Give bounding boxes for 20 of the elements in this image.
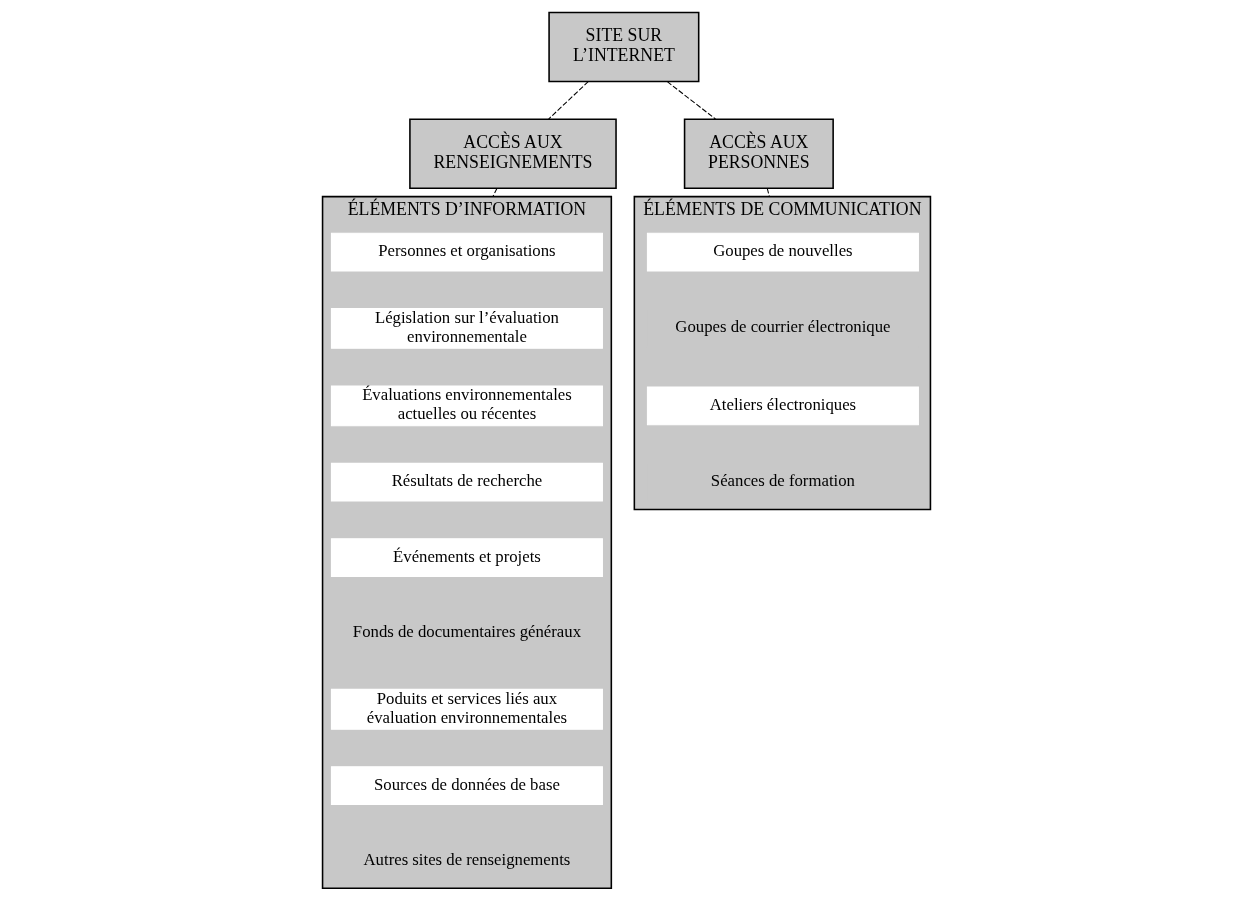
connector: [547, 81, 589, 120]
node-box: Goupes de nouvelles: [646, 232, 919, 272]
node-box: Résultats de recherche: [330, 462, 603, 502]
node-box: ACCÈS AUX PERSONNES: [683, 118, 834, 189]
node-text: Goupes de courrier électronique: [674, 317, 890, 337]
node-box: Personnes et organisations: [330, 232, 603, 272]
node-box: SITE SUR L’INTERNET: [547, 11, 699, 83]
node-box: Sources de données de base: [330, 766, 603, 805]
node-box: Législation sur l’évaluation environnementale: [330, 308, 603, 349]
node-box: Évaluations environnementales actuelles ou récentes: [330, 385, 603, 427]
node-box: ACCÈS AUX RENSEIGNEMENTS: [408, 118, 617, 189]
node-box: Poduits et services liés aux évaluation environnementales: [330, 688, 603, 730]
node-box: Ateliers électroniques: [646, 386, 919, 426]
connector: [491, 187, 497, 198]
node-text: Autres sites de renseignements: [363, 849, 570, 869]
node-box: Événements et projets: [330, 538, 603, 577]
node-text: Fonds de documentaires généraux: [352, 621, 581, 641]
node-text: Séances de formation: [710, 471, 855, 491]
connector: [766, 187, 770, 198]
connector: [666, 81, 716, 120]
